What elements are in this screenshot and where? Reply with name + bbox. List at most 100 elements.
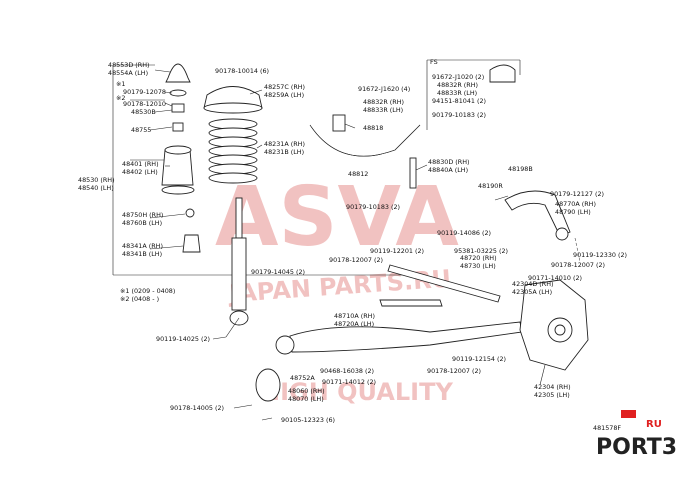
watermark-main: ASVA	[215, 170, 459, 265]
label-90178-10014: 90178-10014 (6)	[215, 67, 269, 75]
label-48720: 48720 (RH)	[460, 254, 497, 262]
label-90178-12007: 90178-12007 (2)	[329, 256, 383, 264]
label-48198b: 48198B	[508, 165, 533, 173]
label-90468-16038: 90468-16038 (2)	[320, 367, 374, 375]
label-42305a: 42305A (LH)	[512, 288, 552, 296]
label-48540: 48540 (LH)	[78, 184, 114, 192]
coil-spring-assembly	[203, 86, 263, 184]
label-48770a: 48770A (RH)	[555, 200, 596, 208]
stabilizer-bushing	[332, 114, 346, 132]
label-48060: 48060 (RH)	[288, 387, 325, 395]
label-90179-12127: 90179-12127 (2)	[550, 190, 604, 198]
nut	[171, 103, 185, 113]
rod-assembly	[379, 299, 443, 307]
label-48730: 48730 (LH)	[460, 262, 496, 270]
label-48341a: 48341A (RH)	[122, 242, 163, 250]
trailing-bushing	[255, 368, 281, 402]
label-90119-14025: 90119-14025 (2)	[156, 335, 210, 343]
label-42304d: 42304D (RH)	[512, 280, 554, 288]
labels-left: 48553D (RH) 48554A (LH) 90179-12078 9017…	[78, 61, 224, 412]
label-42304: 42304 (RH)	[534, 383, 571, 391]
label-48401: 48401 (RH)	[122, 160, 159, 168]
fs-bracket: FS	[426, 58, 521, 130]
version-notes: ※1 ※2 ※1 (0209 - 0408) ※2 (0408 - )	[116, 80, 175, 303]
label-48818: 48818	[363, 124, 383, 132]
shock-body	[231, 237, 247, 311]
label-48341b: 48341B (LH)	[122, 250, 162, 258]
label-48790: 48790 (LH)	[555, 208, 591, 216]
figure-id: 481578F	[593, 424, 621, 432]
left-parts	[161, 63, 201, 253]
label-48752a: 48752A	[290, 374, 315, 382]
label-90105-12323: 90105-12323 (6)	[281, 416, 335, 424]
label-90178-12010: 90178-12010	[123, 100, 166, 108]
label-94151-81041: 94151-81041 (2)	[432, 97, 486, 105]
logo-brand: PORT3	[596, 435, 677, 460]
watermark-line3: HIGH QUALITY	[260, 378, 453, 406]
label-48231a: 48231A (RH)	[264, 140, 305, 148]
label-48720a: 48720A (LH)	[334, 320, 374, 328]
label-48530: 48530 (RH)	[78, 176, 115, 184]
label-90178-12007-lower: 90178-12007 (2)	[427, 367, 481, 375]
label-90178-14005: 90178-14005 (2)	[170, 404, 224, 412]
label-95381-03225: 95381-03225 (2)	[454, 247, 508, 255]
dust-boot	[161, 149, 194, 186]
knuckle	[519, 279, 589, 371]
version-note-1: ※1 (0209 - 0408)	[120, 287, 175, 295]
suspension-arm	[289, 321, 523, 353]
label-91672-j1020: 91672-J1020 (2)	[432, 73, 484, 81]
bump-stop-cap	[165, 63, 191, 83]
label-90171-14010: 90171-14010 (2)	[528, 274, 582, 282]
port3-logo: RU PORT3	[596, 410, 677, 460]
upper-mount	[203, 86, 263, 109]
labels-center: 90178-10014 (6) 48257C (RH) 48259A (LH) …	[215, 67, 497, 424]
label-48760b: 48760B (LH)	[122, 219, 162, 227]
shock-rod	[235, 197, 243, 239]
label-48812: 48812	[348, 170, 368, 178]
label-90119-12154: 90119-12154 (2)	[452, 355, 506, 363]
label-48750h: 48750H (RH)	[122, 211, 163, 219]
left-bracket	[112, 64, 410, 276]
label-90119-14086: 90119-14086 (2)	[437, 229, 491, 237]
label-90179-10183-fs: 90179-10183 (2)	[432, 111, 486, 119]
label-90119-12201: 90119-12201 (2)	[370, 247, 424, 255]
label-42305: 42305 (LH)	[534, 391, 570, 399]
washer	[169, 89, 187, 97]
label-90171-14012: 90171-14012 (2)	[322, 378, 376, 386]
label-48231b: 48231B (LH)	[264, 148, 304, 156]
label-48833r: 48833R (LH)	[363, 106, 403, 114]
leader-lines	[149, 69, 581, 421]
arm-bushing	[275, 335, 295, 355]
lateral-link	[387, 264, 501, 303]
label-48070: 48070 (LH)	[288, 395, 324, 403]
version-note-2: ※2 (0408 - )	[120, 295, 159, 303]
label-48840a: 48840A (LH)	[428, 166, 468, 174]
label-48402: 48402 (LH)	[122, 168, 158, 176]
fs-marker: FS	[430, 58, 438, 66]
logo-suffix: RU	[646, 419, 662, 430]
label-48553d: 48553D (RH)	[108, 61, 150, 69]
label-90179-14045: 90179-14045 (2)	[251, 268, 305, 276]
stabilizer-bar	[309, 64, 516, 189]
labels-right: 91672-J1020 (2) 48832R (RH) 48833R (LH) …	[427, 73, 627, 399]
star-marker-2: ※2	[116, 94, 125, 102]
star-marker-1: ※1	[116, 80, 125, 88]
label-90119-12330: 90119-12330 (2)	[573, 251, 627, 259]
insulator	[185, 208, 195, 218]
label-48830d: 48830D (RH)	[428, 158, 470, 166]
stabilizer-link	[409, 157, 417, 189]
upper-arm	[504, 190, 571, 241]
shock-absorber	[225, 197, 249, 338]
stabilizer-bracket-fs	[489, 64, 516, 83]
label-90179-12078: 90179-12078	[123, 88, 166, 96]
label-48554a: 48554A (LH)	[108, 69, 148, 77]
label-90178-12007-right: 90178-12007 (2)	[551, 261, 605, 269]
coil-spring	[208, 118, 258, 184]
label-48530b: 48530B	[131, 108, 156, 116]
label-48710a: 48710A (RH)	[334, 312, 375, 320]
label-48190r: 48190R	[478, 182, 503, 190]
label-90179-10183: 90179-10183 (2)	[346, 203, 400, 211]
label-48257c: 48257C (RH)	[264, 83, 305, 91]
